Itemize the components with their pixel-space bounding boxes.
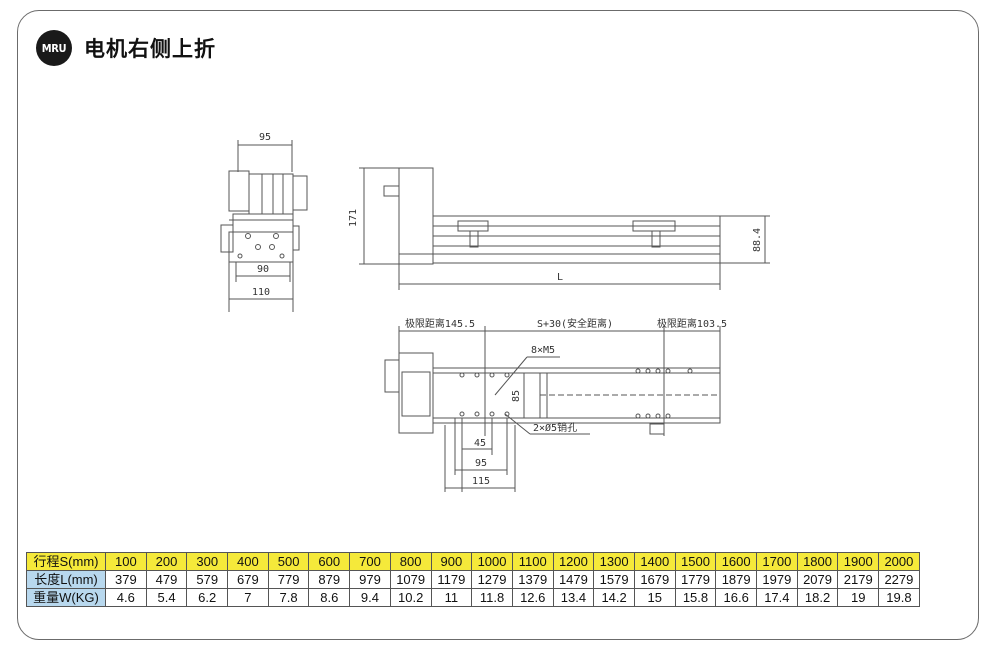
header: MRU 电机右侧上折: [36, 30, 216, 66]
table-cell-weight: 14.2: [593, 588, 635, 607]
dim-limit-left: 极限距离145.5: [405, 317, 475, 330]
table-cell-weight: 16.6: [715, 588, 757, 607]
table-cell-length: 579: [186, 570, 229, 589]
table-cell-weight: 7.8: [267, 588, 310, 607]
table-cell-weight: 12.6: [511, 588, 554, 607]
table-cell-stroke: 1100: [511, 552, 554, 571]
table-cell-length: 1179: [430, 570, 473, 589]
top-view: [384, 326, 721, 492]
dim-110: 110: [252, 287, 270, 298]
table-cell-stroke: 200: [145, 552, 188, 571]
table-cell-weight: 10.2: [389, 588, 432, 607]
table-cell-stroke: 1000: [471, 552, 513, 571]
dim-90: 90: [257, 264, 269, 275]
table-cell-weight: 6.2: [186, 588, 229, 607]
front-view: [359, 167, 770, 290]
dim-85: 85: [511, 390, 522, 402]
table-cell-weight: 13.4: [552, 588, 595, 607]
table-cell-length: 1079: [389, 570, 432, 589]
table-cell-stroke: 100: [105, 552, 147, 571]
table-cell-stroke: 1600: [715, 552, 757, 571]
table-cell-weight: 8.6: [308, 588, 351, 607]
table-cell-length: 979: [349, 570, 391, 589]
dim-length-l: L: [557, 272, 563, 283]
table-cell-stroke: 1200: [552, 552, 595, 571]
table-cell-length: 1679: [633, 570, 676, 589]
table-cell-weight: 18.2: [796, 588, 839, 607]
table-cell-stroke: 1500: [674, 552, 717, 571]
table-cell-weight: 17.4: [756, 588, 798, 607]
table-cell-stroke: 1800: [796, 552, 839, 571]
table-cell-stroke: 400: [227, 552, 269, 571]
table-cell-length: 1479: [552, 570, 595, 589]
table-cell-weight: 15: [633, 588, 676, 607]
table-cell-length: 1579: [593, 570, 635, 589]
page-title: 电机右侧上折: [84, 37, 216, 61]
table-cell-stroke: 500: [267, 552, 310, 571]
dim-travel: S+30(安全距离): [537, 317, 613, 330]
table-cell-weight: 11.8: [471, 588, 513, 607]
table-cell-stroke: 2000: [878, 552, 920, 571]
table-cell-length: 2279: [878, 570, 920, 589]
row-label-stroke: 行程S(mm): [26, 552, 106, 571]
table-cell-stroke: 1300: [593, 552, 635, 571]
table-cell-weight: 15.8: [674, 588, 717, 607]
table-cell-length: 2079: [796, 570, 839, 589]
table-cell-stroke: 300: [186, 552, 229, 571]
table-cell-weight: 19: [837, 588, 880, 607]
table-cell-length: 479: [145, 570, 188, 589]
table-cell-length: 1279: [471, 570, 513, 589]
brand-logo: MRU: [36, 30, 72, 66]
table-cell-length: 779: [267, 570, 310, 589]
row-label-length: 长度L(mm): [26, 570, 106, 589]
table-cell-stroke: 1400: [633, 552, 676, 571]
label-pin-hole: 2×Ø5销孔: [533, 421, 577, 434]
table-cell-length: 1779: [674, 570, 717, 589]
dim-115: 115: [472, 476, 490, 487]
table-cell-length: 679: [227, 570, 269, 589]
side-view: [220, 140, 308, 312]
label-thread: 8×M5: [531, 345, 555, 356]
table-cell-stroke: 1900: [837, 552, 880, 571]
table-cell-length: 2179: [837, 570, 880, 589]
table-cell-length: 1979: [756, 570, 798, 589]
table-cell-weight: 7: [227, 588, 269, 607]
table-cell-stroke: 1700: [756, 552, 798, 571]
table-cell-stroke: 700: [349, 552, 391, 571]
table-cell-stroke: 600: [308, 552, 351, 571]
dim-171: 171: [348, 209, 359, 227]
dim-95: 95: [475, 458, 487, 469]
table-cell-length: 1379: [511, 570, 554, 589]
table-cell-weight: 4.6: [105, 588, 147, 607]
dim-95-top: 95: [259, 132, 271, 143]
table-cell-length: 1879: [715, 570, 757, 589]
dim-45: 45: [474, 438, 486, 449]
table-cell-weight: 5.4: [145, 588, 188, 607]
table-cell-stroke: 800: [389, 552, 432, 571]
dim-88-4: 88.4: [752, 228, 763, 252]
table-cell-length: 379: [105, 570, 147, 589]
page-frame: [17, 10, 979, 640]
row-label-weight: 重量W(KG): [26, 588, 106, 607]
table-cell-length: 879: [308, 570, 351, 589]
table-cell-weight: 19.8: [878, 588, 920, 607]
dim-limit-right: 极限距离103.5: [657, 317, 727, 330]
table-cell-weight: 11: [430, 588, 473, 607]
table-cell-weight: 9.4: [349, 588, 391, 607]
table-cell-stroke: 900: [430, 552, 473, 571]
